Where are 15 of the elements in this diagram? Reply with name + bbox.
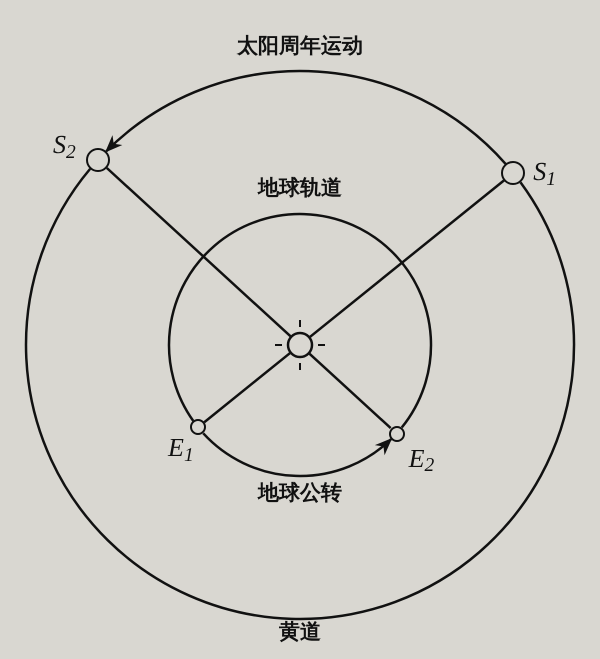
position-label: S$_{2}$: [52, 132, 76, 158]
orbit-label: 地球轨道: [258, 174, 342, 202]
line: [308, 352, 392, 430]
edge-label: 太阳周年运动: [237, 32, 363, 60]
position-label: S$_{1}$: [533, 158, 556, 185]
position-label: E$_{2}$: [408, 446, 434, 472]
position-label: E$_{1}$: [168, 435, 194, 462]
orbit-label: 黄道: [279, 618, 321, 646]
line: [309, 180, 505, 338]
orbit-arrow: [202, 432, 392, 478]
line: [106, 167, 292, 338]
line: [204, 352, 291, 424]
edge-label: 地球公转: [258, 479, 342, 506]
sun-icon: [275, 320, 325, 370]
orbit-arrow: [104, 70, 506, 165]
